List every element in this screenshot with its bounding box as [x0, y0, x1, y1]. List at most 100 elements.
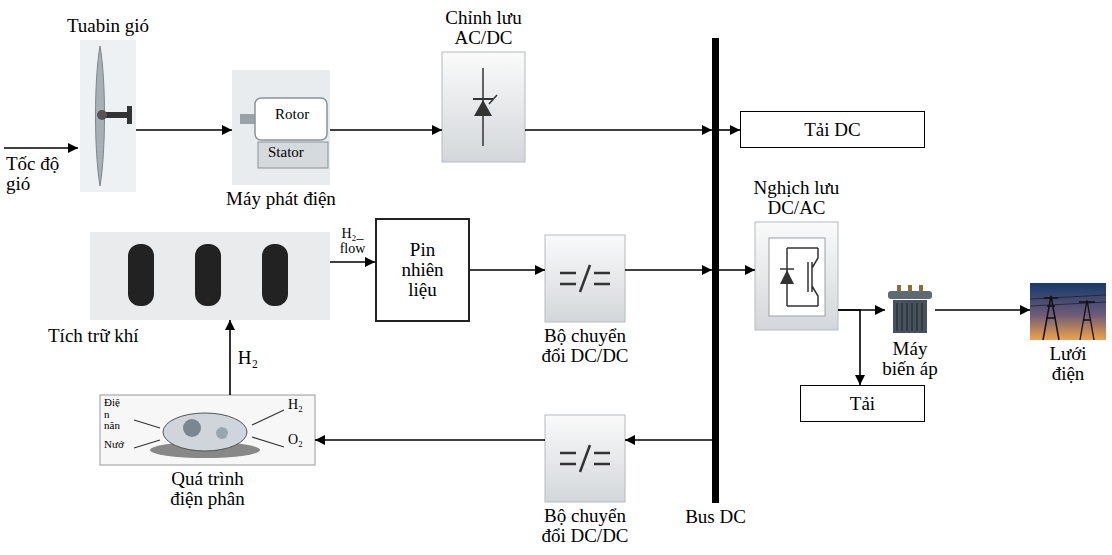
node-caption: Nghịch lưu DC/AC [742, 178, 852, 218]
box-text: Tải [850, 394, 875, 414]
rectifier-panel [442, 52, 525, 162]
node-caption: Tích trữ khí [48, 326, 139, 346]
edge-label: H₂ [238, 348, 258, 368]
generator-illustration [232, 70, 330, 185]
inverter-block: Nghịch lưu DC/AC [755, 222, 838, 330]
electrolysis-illustration [100, 395, 315, 465]
diode-bar [780, 268, 794, 270]
flow-arrow [935, 309, 1030, 311]
converter-panel [545, 235, 625, 322]
pylon [1079, 300, 1095, 340]
transformer-illustration [888, 285, 932, 333]
wind-input-arrow [4, 147, 78, 149]
transformer-bushing [919, 285, 923, 292]
thyristor-bar [473, 98, 493, 100]
inverter-illustration [755, 222, 838, 330]
flow-arrow [625, 269, 712, 271]
node-caption: Bộ chuyển đổi DC/DC [535, 326, 635, 366]
turbine-plate [127, 106, 132, 124]
diode-symbol [780, 270, 794, 284]
stator-body [258, 142, 328, 168]
flow-arrow [330, 261, 375, 263]
flow-lines [134, 410, 284, 448]
rectifier-block: Chỉnh lưu AC/DC [442, 52, 525, 162]
input-label: Tốc độ gió [6, 154, 68, 194]
transformer-picture: Máy biến áp [885, 285, 935, 335]
grid-wires [1030, 295, 1106, 306]
dcdc-symbol [560, 445, 610, 472]
flow-arrow [719, 129, 740, 131]
dc-dc-converter: Bộ chuyển đổi DC/DC [545, 415, 625, 502]
thyristor-symbol [474, 100, 492, 116]
dc-dc-converter: Bộ chuyển đổi DC/DC [545, 235, 625, 322]
transformer-tank [893, 300, 927, 333]
fuel-cell-box: Pin nhiên liệu [375, 218, 470, 322]
gas-cylinder [195, 244, 221, 306]
node-caption: Bus DC [676, 507, 756, 527]
gas-storage-illustration [90, 232, 330, 320]
transformer-cover [888, 291, 932, 299]
box-text: Tải DC [804, 120, 860, 140]
igbt-symbol [787, 248, 818, 306]
inverter-panel [755, 222, 838, 330]
gas-storage: Tích trữ khí [90, 232, 330, 320]
flow-arrow [229, 320, 231, 395]
flow-arrow [315, 439, 545, 441]
rectifier-illustration [442, 52, 525, 162]
flow-arrow [838, 310, 860, 385]
turbine-hub [97, 110, 107, 120]
pylon [1043, 296, 1059, 340]
flow-arrow [625, 439, 712, 441]
flow-arrow [525, 129, 712, 131]
grid-sky [1030, 283, 1106, 340]
node-caption: Nướ [104, 439, 124, 451]
node-caption: Stator [268, 145, 304, 161]
turbine-picture: Tuabin gió [80, 40, 136, 192]
node-caption: Lưới điện [1040, 344, 1096, 384]
flow-arrow [330, 129, 442, 131]
transformer-bushing [908, 285, 912, 292]
flow-arrow [470, 269, 545, 271]
node-caption: Máy phát điện [196, 189, 366, 209]
flow-arrow [719, 269, 755, 271]
node-caption: Điệ n năn [104, 397, 126, 432]
transformer-bushing [897, 285, 901, 292]
grid-picture: Lưới điện [1030, 283, 1106, 340]
rotor-body [255, 98, 327, 140]
cell-bubble [216, 427, 228, 439]
node-caption: Chỉnh lưu AC/DC [434, 8, 534, 48]
node-caption: O₂ [288, 433, 303, 448]
node-caption: Quá trình điện phân [158, 469, 258, 509]
dcdc-symbol [560, 265, 610, 292]
box-text: Pin nhiên liệu [392, 240, 454, 300]
node-caption: Tuabin gió [33, 16, 183, 36]
cell-electrode [183, 419, 201, 437]
load-box: Tải [800, 385, 925, 422]
dc-load-box: Tải DC [740, 111, 925, 148]
turbine-panel [80, 40, 136, 192]
electrolysis-picture: Điệ n nănNướH₂O₂Quá trình điện phân [100, 395, 315, 465]
gas-cylinder [262, 244, 288, 306]
node-caption: Bộ chuyển đổi DC/DC [535, 506, 635, 546]
electrolysis-panel [100, 395, 315, 465]
dcdc-converter-illustration [545, 415, 625, 502]
inverter-inner [769, 238, 825, 316]
node-caption: Rotor [275, 107, 309, 123]
edge-label: H₂_ flow [336, 227, 370, 256]
node-caption: Máy biến áp [875, 339, 945, 379]
power-grid-illustration [1030, 283, 1106, 340]
generator-panel [232, 70, 330, 185]
storage-panel [90, 232, 330, 320]
gas-cylinder [128, 244, 154, 306]
wind-turbine [80, 40, 136, 192]
dcdc-converter-illustration [545, 235, 625, 322]
converter-panel [545, 415, 625, 502]
flow-arrow [136, 129, 232, 131]
generator-picture: RotorStatorMáy phát điện [232, 70, 330, 185]
